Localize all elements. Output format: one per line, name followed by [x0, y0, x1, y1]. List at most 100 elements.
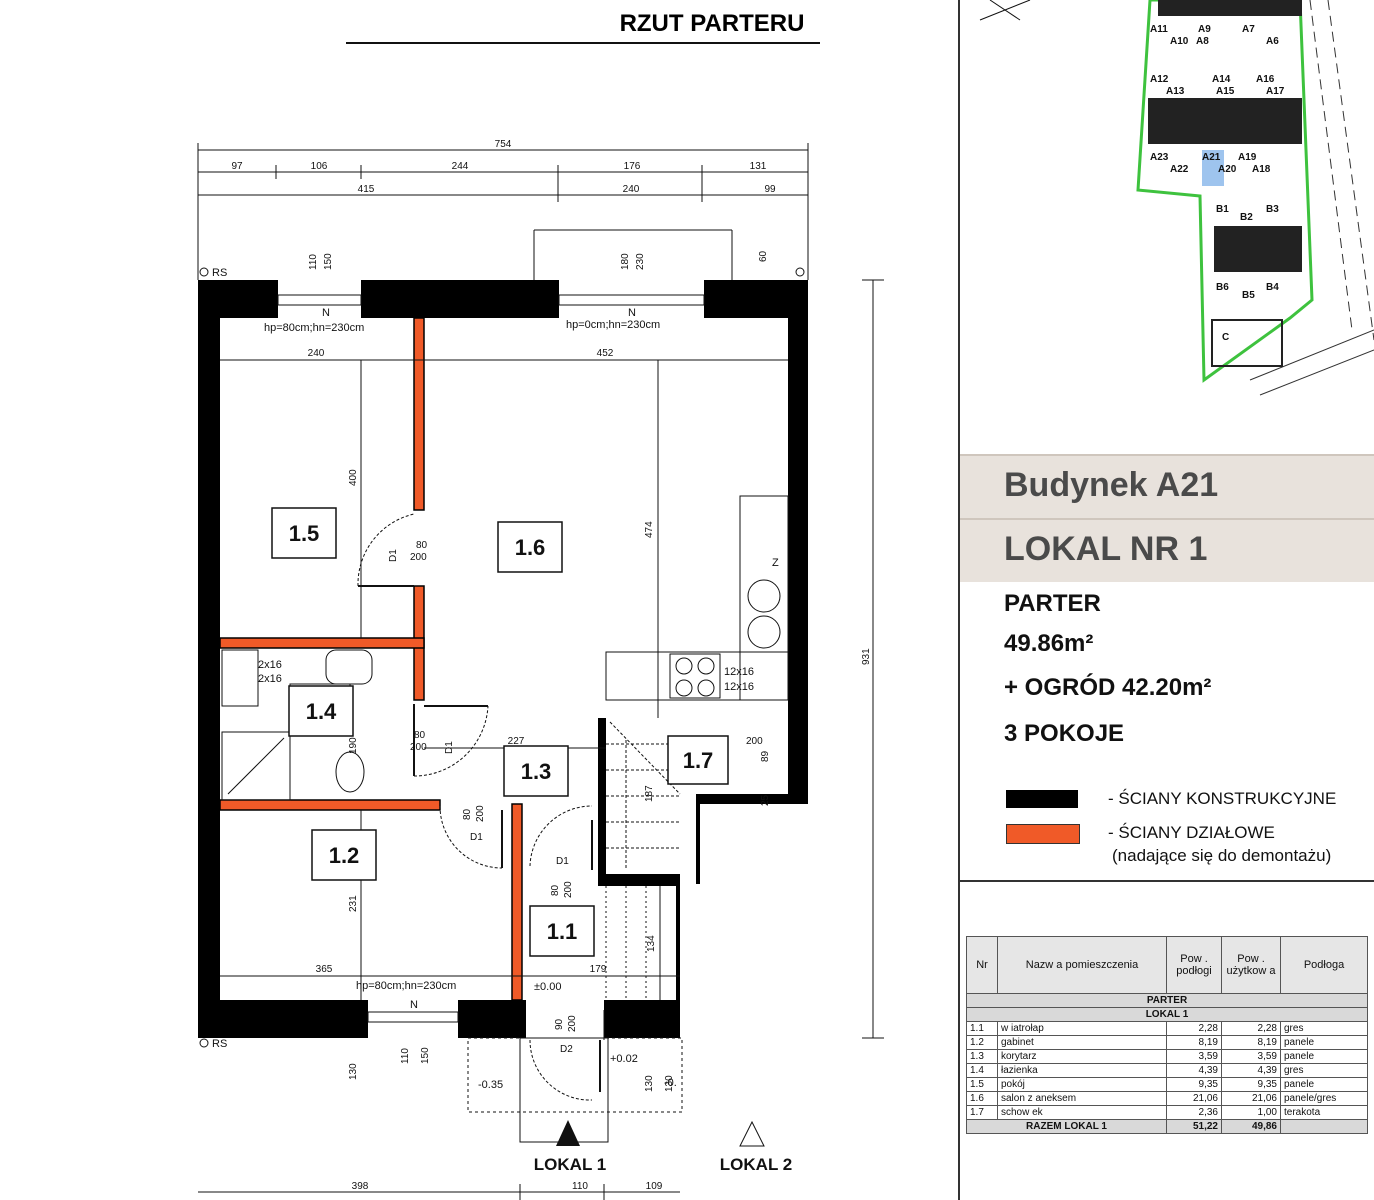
building-header: Budynek A21: [960, 454, 1374, 520]
panel-divider: [958, 0, 960, 1200]
window-right-annotation: hp=0cm;hn=230cm: [566, 319, 660, 331]
dim-400: 400: [348, 469, 359, 486]
legend-structural-swatch: [1006, 790, 1078, 808]
north-bottom: N: [410, 999, 418, 1011]
svg-text:B2: B2: [1240, 212, 1253, 223]
svg-text:A8: A8: [1196, 36, 1209, 47]
unit-header: LOKAL NR 1: [960, 520, 1374, 582]
unit-name: LOKAL NR 1: [1004, 530, 1208, 568]
rs-top: RS: [212, 267, 227, 279]
dim-398: 398: [352, 1181, 369, 1192]
info-divider: [960, 880, 1374, 882]
entrance-marker-lokal2: [739, 1120, 765, 1147]
legend-structural-label: - ŚCIANY KONSTRUKCYJNE: [1108, 789, 1337, 808]
structural-walls: [198, 280, 808, 1038]
dim-240-top: 240: [623, 184, 640, 195]
highlight-a21: [1202, 150, 1224, 186]
dim-176: 176: [624, 161, 641, 172]
top-dimensions: [197, 143, 809, 280]
svg-text:C: C: [1222, 332, 1229, 343]
dim-231: 231: [348, 895, 359, 912]
room-1-5: 1.5: [289, 521, 320, 546]
north-right: N: [628, 307, 636, 319]
dim-window-right-h: 180: [620, 253, 631, 270]
svg-text:B5: B5: [1242, 290, 1255, 301]
svg-text:A22: A22: [1170, 164, 1189, 175]
svg-text:B1: B1: [1216, 204, 1229, 215]
room-1-3: 1.3: [521, 759, 552, 784]
table-header: Pow . użytkow a: [1221, 936, 1281, 994]
dim-106: 106: [311, 161, 328, 172]
svg-text:A13: A13: [1166, 86, 1185, 97]
dim-130-left: 130: [348, 1063, 359, 1080]
table-header: Podłoga: [1280, 936, 1368, 994]
svg-text:90: 90: [554, 1018, 565, 1030]
vent-label-1: 12x16: [724, 666, 754, 678]
dim-244: 244: [452, 161, 469, 172]
dim-97: 97: [231, 161, 243, 172]
svg-text:B4: B4: [1266, 282, 1279, 293]
svg-text:A15: A15: [1216, 86, 1235, 97]
dim-window-right-w: 230: [635, 253, 646, 270]
room-1-7: 1.7: [683, 748, 714, 773]
info-floor: PARTER: [1004, 590, 1101, 617]
dim-99: 99: [764, 184, 776, 195]
dim-200-storage: 200: [746, 736, 763, 747]
level-0b: -0.: [664, 1077, 677, 1089]
room-1-1: 1.1: [547, 919, 578, 944]
dim-89: 89: [760, 750, 771, 762]
dim-60: 60: [758, 250, 769, 262]
legend-partition-note: (nadające się do demontażu): [1112, 846, 1332, 865]
dim-window-bottom-h: 110: [400, 1048, 411, 1064]
site-building-labels: A11 A10 A9 A8 A7 A6 A12 A13 A14 A15 A16 …: [1150, 24, 1285, 343]
dim-109: 109: [646, 1181, 663, 1192]
building-c-block: [1211, 319, 1283, 367]
svg-text:A17: A17: [1266, 86, 1285, 97]
window-bottom-annotation: hp=80cm;hn=230cm: [356, 980, 456, 992]
svg-text:200: 200: [475, 805, 486, 822]
dim-134: 134: [646, 935, 657, 952]
north-left: N: [322, 307, 330, 319]
svg-text:A14: A14: [1212, 74, 1231, 85]
svg-text:B6: B6: [1216, 282, 1229, 293]
svg-text:200: 200: [567, 1015, 578, 1032]
partition-walls: [219, 317, 523, 1001]
table-header: Pow . podłogi: [1166, 936, 1222, 994]
svg-text:A6: A6: [1266, 36, 1279, 47]
dim-130-right: 130: [664, 1075, 675, 1092]
svg-text:80: 80: [462, 808, 473, 820]
dim-190: 190: [348, 737, 359, 754]
dim-110-bottom: 110: [572, 1181, 588, 1192]
legend-partition-label: - ŚCIANY DZIAŁOWE: [1108, 823, 1275, 842]
a-row-middle-block: [1148, 98, 1302, 144]
site-map: A11 A10 A9 A8 A7 A6 A12 A13 A14 A15 A16 …: [979, 0, 1374, 396]
svg-text:A19: A19: [1238, 152, 1257, 163]
svg-text:200: 200: [563, 881, 574, 898]
svg-text:D2: D2: [560, 1044, 573, 1055]
door-labels: D1 80 200 D1 80 200 D1 80 200 D1 80 200 …: [388, 540, 578, 1055]
door-leaves: [358, 585, 601, 1092]
vent-label-2: 12x16: [724, 681, 754, 693]
svg-text:A16: A16: [1256, 74, 1275, 85]
room-1-6: 1.6: [515, 535, 546, 560]
dim-240-inner: 240: [308, 348, 325, 359]
svg-text:A11: A11: [1150, 24, 1168, 35]
level-002: +0.02: [610, 1053, 638, 1065]
kitchen-units: [605, 495, 789, 701]
dim-window-bottom-w: 150: [420, 1047, 431, 1064]
b-row-block: [1214, 226, 1302, 272]
doors: [357, 513, 593, 1101]
info-garden: + OGRÓD 42.20m²: [1004, 674, 1212, 701]
windows: [277, 294, 705, 1023]
room-1-2: 1.2: [329, 843, 360, 868]
dim-130-mid: 130: [644, 1075, 655, 1092]
window-left-annotation: hp=80cm;hn=230cm: [264, 322, 364, 334]
room-labels: 1.5 1.6 1.4 1.3 1.7 1.2 1.1: [271, 507, 729, 957]
